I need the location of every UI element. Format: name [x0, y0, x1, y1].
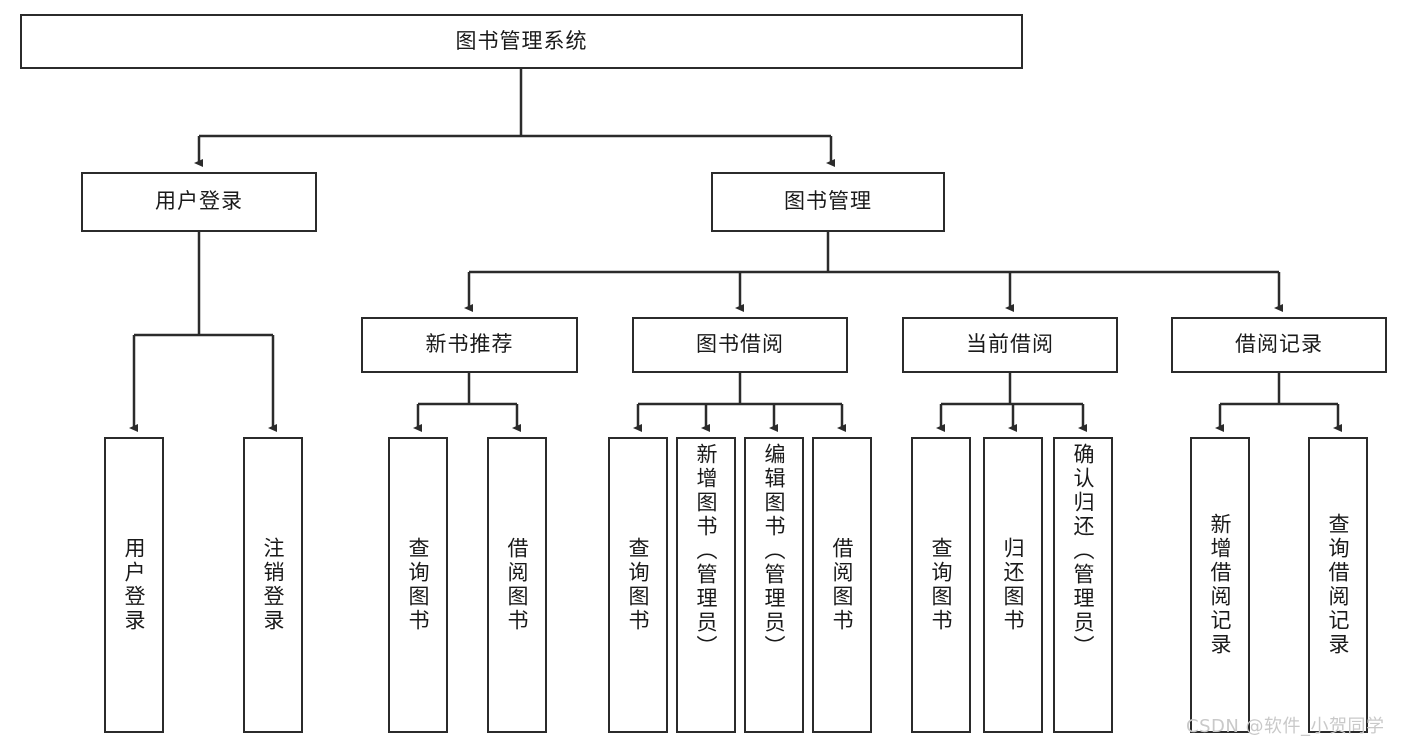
- node-book-manage-label: 图书管理: [784, 189, 872, 214]
- node-leaf-logout[interactable]: 注销登录: [243, 437, 303, 733]
- node-leaf-query-record[interactable]: 查询借阅记录: [1308, 437, 1368, 733]
- node-new-book-rec[interactable]: 新书推荐: [361, 317, 578, 373]
- node-leaf-return-book[interactable]: 归还图书: [983, 437, 1043, 733]
- node-leaf-query-book-1-label: 查询图书: [406, 537, 430, 633]
- node-leaf-add-record-label: 新增借阅记录: [1208, 513, 1232, 657]
- node-leaf-edit-book[interactable]: 编辑图书（管理员）: [744, 437, 804, 733]
- node-new-book-rec-label: 新书推荐: [425, 332, 514, 357]
- node-leaf-query-record-label: 查询借阅记录: [1326, 513, 1350, 657]
- node-leaf-user-login-label: 用户登录: [122, 537, 146, 633]
- node-leaf-user-login[interactable]: 用户登录: [104, 437, 164, 733]
- node-borrow-record-label: 借阅记录: [1235, 332, 1323, 357]
- node-leaf-logout-label: 注销登录: [261, 537, 285, 633]
- node-leaf-borrow-book-1-label: 借阅图书: [505, 537, 529, 633]
- node-user-login[interactable]: 用户登录: [81, 172, 317, 232]
- node-leaf-confirm-return-label: 确认归还（管理员）: [1071, 443, 1095, 659]
- node-leaf-query-book-2[interactable]: 查询图书: [608, 437, 668, 733]
- node-leaf-edit-book-label: 编辑图书（管理员）: [762, 443, 786, 659]
- node-leaf-borrow-book-2[interactable]: 借阅图书: [812, 437, 872, 733]
- node-root-label: 图书管理系统: [455, 28, 588, 53]
- node-leaf-query-book-3[interactable]: 查询图书: [911, 437, 971, 733]
- node-root[interactable]: 图书管理系统: [20, 14, 1023, 69]
- node-borrow-record[interactable]: 借阅记录: [1171, 317, 1387, 373]
- node-leaf-add-record[interactable]: 新增借阅记录: [1190, 437, 1250, 733]
- node-book-manage[interactable]: 图书管理: [711, 172, 945, 232]
- node-leaf-add-book-label: 新增图书（管理员）: [694, 443, 718, 659]
- node-leaf-query-book-3-label: 查询图书: [929, 537, 953, 633]
- node-leaf-query-book-2-label: 查询图书: [626, 537, 650, 633]
- node-leaf-return-book-label: 归还图书: [1001, 537, 1025, 633]
- node-leaf-borrow-book-2-label: 借阅图书: [830, 537, 854, 633]
- node-leaf-confirm-return[interactable]: 确认归还（管理员）: [1053, 437, 1113, 733]
- node-current-borrow[interactable]: 当前借阅: [902, 317, 1118, 373]
- node-leaf-query-book-1[interactable]: 查询图书: [388, 437, 448, 733]
- node-current-borrow-label: 当前借阅: [966, 332, 1054, 357]
- node-leaf-add-book[interactable]: 新增图书（管理员）: [676, 437, 736, 733]
- node-book-borrow[interactable]: 图书借阅: [632, 317, 848, 373]
- node-book-borrow-label: 图书借阅: [696, 332, 784, 357]
- node-leaf-borrow-book-1[interactable]: 借阅图书: [487, 437, 547, 733]
- node-user-login-label: 用户登录: [155, 189, 243, 214]
- csdn-watermark: CSDN @软件_小贺同学: [1186, 716, 1385, 737]
